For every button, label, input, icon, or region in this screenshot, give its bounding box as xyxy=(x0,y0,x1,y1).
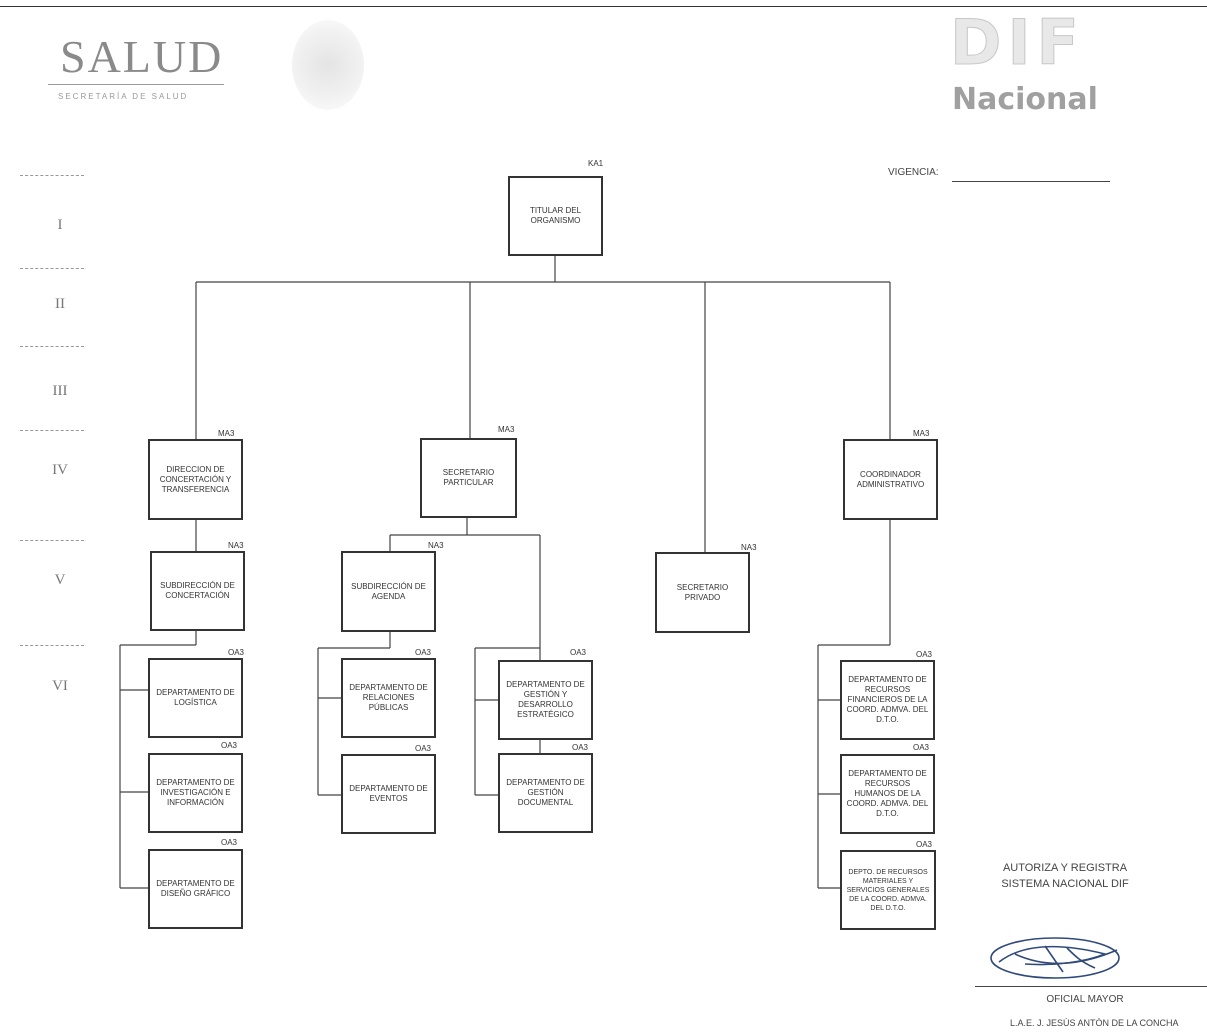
level-separator xyxy=(20,175,84,176)
node-depto-recursos-financieros: DEPARTAMENTO DE RECURSOS FINANCIEROS DE … xyxy=(840,660,935,740)
level-label: V xyxy=(54,572,66,588)
level-label: III xyxy=(52,383,68,399)
code-depto-eventos: OA3 xyxy=(415,744,432,753)
code-sub-agenda: NA3 xyxy=(428,541,444,550)
signature-name: L.A.E. J. JESÚS ANTÓN DE LA CONCHA xyxy=(1010,1018,1179,1028)
salud-logo-text: SALUD xyxy=(60,31,224,82)
signature-scribble xyxy=(990,937,1120,979)
node-depto-relaciones-publicas: DEPARTAMENTO DE RELACIONES PÚBLICAS xyxy=(341,658,436,738)
code-depto-investigacion: OA3 xyxy=(221,741,238,750)
code-depto-gestion-documental: OA3 xyxy=(572,743,589,752)
node-depto-recursos-materiales: DEPTO. DE RECURSOS MATERIALES Y SERVICIO… xyxy=(840,850,936,930)
dif-logo-text: DIF xyxy=(950,6,1085,80)
node-depto-recursos-humanos: DEPARTAMENTO DE RECURSOS HUMANOS DE LA C… xyxy=(840,754,935,834)
node-secretario-particular: SECRETARIO PARTICULAR xyxy=(420,438,517,518)
salud-logo-subtext: SECRETARÍA DE SALUD xyxy=(58,92,189,101)
node-depto-investigacion: DEPARTAMENTO DE INVESTIGACIÓN E INFORMAC… xyxy=(148,753,243,833)
signature-line xyxy=(975,986,1207,987)
node-coordinador-administrativo: COORDINADOR ADMINISTRATIVO xyxy=(843,439,938,520)
node-direccion-concertacion: DIRECCION DE CONCERTACIÓN Y TRANSFERENCI… xyxy=(148,439,243,520)
code-depto-rec-materiales: OA3 xyxy=(916,840,933,849)
code-coordinador: MA3 xyxy=(913,429,930,438)
authorize-line1: AUTORIZA Y REGISTRA xyxy=(1002,862,1128,874)
dif-logo-subtext: Nacional xyxy=(952,82,1098,117)
top-rule xyxy=(0,6,1207,7)
level-separator xyxy=(20,430,84,431)
code-secretario-particular: MA3 xyxy=(498,425,515,434)
level-label: II xyxy=(55,296,65,312)
node-depto-gestion-documental: DEPARTAMENTO DE GESTIÓN DOCUMENTAL xyxy=(498,753,593,833)
level-label: I xyxy=(57,217,63,233)
node-secretario-privado: SECRETARIO PRIVADO xyxy=(655,552,750,633)
code-depto-rec-financieros: OA3 xyxy=(916,650,933,659)
node-titular-organismo: TITULAR DEL ORGANISMO xyxy=(508,176,603,256)
vigencia-label: VIGENCIA: xyxy=(888,167,939,178)
level-separator xyxy=(20,540,84,541)
authorize-line2: SISTEMA NACIONAL DIF xyxy=(1001,878,1129,890)
signature-title: OFICIAL MAYOR xyxy=(1046,994,1124,1005)
node-subdireccion-agenda: SUBDIRECCIÓN DE AGENDA xyxy=(341,551,436,632)
level-label: IV xyxy=(52,462,68,478)
code-depto-relaciones: OA3 xyxy=(415,648,432,657)
code-depto-diseno: OA3 xyxy=(221,838,238,847)
code-direccion: MA3 xyxy=(218,429,235,438)
code-sub-concertacion: NA3 xyxy=(228,541,244,550)
level-separator xyxy=(20,268,84,269)
node-subdireccion-concertacion: SUBDIRECCIÓN DE CONCERTACIÓN xyxy=(150,551,245,631)
node-depto-logistica: DEPARTAMENTO DE LOGÍSTICA xyxy=(148,658,243,738)
coat-of-arms-seal xyxy=(292,20,364,110)
code-depto-gestion-desarrollo: OA3 xyxy=(570,648,587,657)
salud-logo-rule xyxy=(48,84,224,85)
code-root: KA1 xyxy=(588,159,604,168)
code-depto-logistica: OA3 xyxy=(228,648,245,657)
vigencia-line xyxy=(952,181,1110,182)
node-depto-eventos: DEPARTAMENTO DE EVENTOS xyxy=(341,754,436,834)
node-depto-diseno-grafico: DEPARTAMENTO DE DISEÑO GRÁFICO xyxy=(148,849,243,929)
code-depto-rec-humanos: OA3 xyxy=(913,743,930,752)
level-separator xyxy=(20,645,84,646)
level-separator xyxy=(20,346,84,347)
level-label: VI xyxy=(52,678,68,694)
code-secretario-privado: NA3 xyxy=(741,543,757,552)
node-depto-gestion-desarrollo: DEPARTAMENTO DE GESTIÓN Y DESARROLLO EST… xyxy=(498,660,593,740)
